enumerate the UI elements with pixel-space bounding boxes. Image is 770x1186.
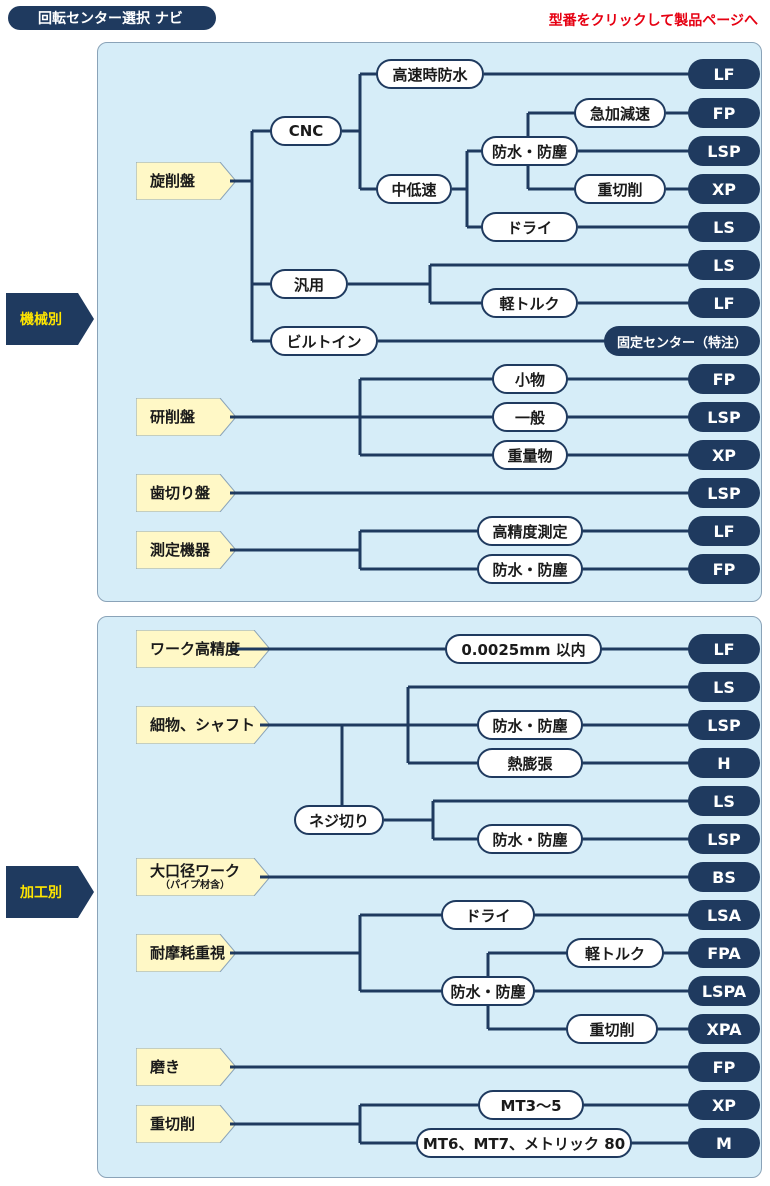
model-button[interactable]: XPA (688, 1014, 760, 1044)
model-button[interactable]: LS (688, 250, 760, 280)
node-threading: ネジ切り (294, 805, 384, 835)
node-cnc: CNC (270, 116, 342, 146)
node-ordinary: 一般 (492, 402, 568, 432)
model-button[interactable]: LS (688, 212, 760, 242)
model-button[interactable]: LF (688, 634, 760, 664)
model-button[interactable]: XP (688, 174, 760, 204)
model-button[interactable]: LS (688, 786, 760, 816)
model-button-custom-center[interactable]: 固定センター（特注） (604, 326, 760, 356)
node-heavy-cutting: 重切削 (574, 174, 666, 204)
category-gear-cutter: 歯切り盤 (136, 474, 236, 512)
category-thin-shaft: 細物、シャフト (136, 706, 270, 744)
model-button[interactable]: FP (688, 1052, 760, 1082)
node-general: 汎用 (270, 269, 348, 299)
model-button[interactable]: LSP (688, 136, 760, 166)
model-button[interactable]: LSPA (688, 976, 760, 1006)
node-waterproof-a: 防水・防塵 (477, 710, 583, 740)
node-heavy-cutting-2: 重切削 (566, 1014, 658, 1044)
node-builtin: ビルトイン (270, 326, 378, 356)
model-button[interactable]: LSP (688, 710, 760, 740)
node-waterproof-c: 防水・防塵 (441, 976, 535, 1006)
node-high-precision-measure: 高精度測定 (477, 516, 583, 546)
model-button[interactable]: LS (688, 672, 760, 702)
model-button[interactable]: LF (688, 288, 760, 318)
category-grinder: 研削盤 (136, 398, 236, 436)
page-title: 回転センター選択 ナビ (8, 6, 216, 30)
node-waterproof-dustproof: 防水・防塵 (481, 136, 578, 166)
model-button[interactable]: LSP (688, 478, 760, 508)
node-sudden-accel: 急加減速 (574, 98, 666, 128)
category-polishing: 磨き (136, 1048, 236, 1086)
node-light-torque: 軽トルク (481, 288, 578, 318)
model-button[interactable]: LSP (688, 402, 760, 432)
model-button[interactable]: LF (688, 59, 760, 89)
node-waterproof-b: 防水・防塵 (477, 824, 583, 854)
category-work-precision: ワーク高精度 (136, 630, 270, 668)
model-button[interactable]: M (688, 1128, 760, 1158)
category-wear-resistance: 耐摩耗重視 (136, 934, 236, 972)
node-light-torque-2: 軽トルク (566, 938, 664, 968)
model-button[interactable]: LF (688, 516, 760, 546)
section-label-machine: 機械別 (6, 293, 94, 345)
category-measuring: 測定機器 (136, 531, 236, 569)
instruction-note: 型番をクリックして製品ページへ (548, 13, 758, 29)
category-large-diameter: 大口径ワーク （パイプ材含） (136, 858, 270, 896)
model-button[interactable]: FP (688, 554, 760, 584)
node-waterproof-dustproof-2: 防水・防塵 (477, 554, 583, 584)
node-dry: ドライ (481, 212, 578, 242)
model-button[interactable]: BS (688, 862, 760, 892)
node-small: 小物 (492, 364, 568, 394)
model-button[interactable]: XP (688, 1090, 760, 1120)
category-heavy-cutting: 重切削 (136, 1105, 236, 1143)
model-button[interactable]: FPA (688, 938, 760, 968)
category-lathe: 旋削盤 (136, 162, 236, 200)
node-thermal-expansion: 熱膨張 (477, 748, 583, 778)
model-button[interactable]: XP (688, 440, 760, 470)
section-label-process: 加工別 (6, 866, 94, 918)
node-precision-value: 0.0025mm 以内 (445, 634, 602, 664)
model-button[interactable]: FP (688, 364, 760, 394)
node-heavy: 重量物 (492, 440, 568, 470)
node-high-speed-waterproof: 高速時防水 (376, 59, 484, 89)
node-mt6-mt7-metric80: MT6、MT7、メトリック 80 (416, 1128, 632, 1158)
node-dry-2: ドライ (441, 900, 535, 930)
model-button[interactable]: FP (688, 98, 760, 128)
node-mid-low-speed: 中低速 (376, 174, 452, 204)
model-button[interactable]: LSP (688, 824, 760, 854)
model-button[interactable]: LSA (688, 900, 760, 930)
model-button[interactable]: H (688, 748, 760, 778)
node-mt3-5: MT3〜5 (478, 1090, 584, 1120)
